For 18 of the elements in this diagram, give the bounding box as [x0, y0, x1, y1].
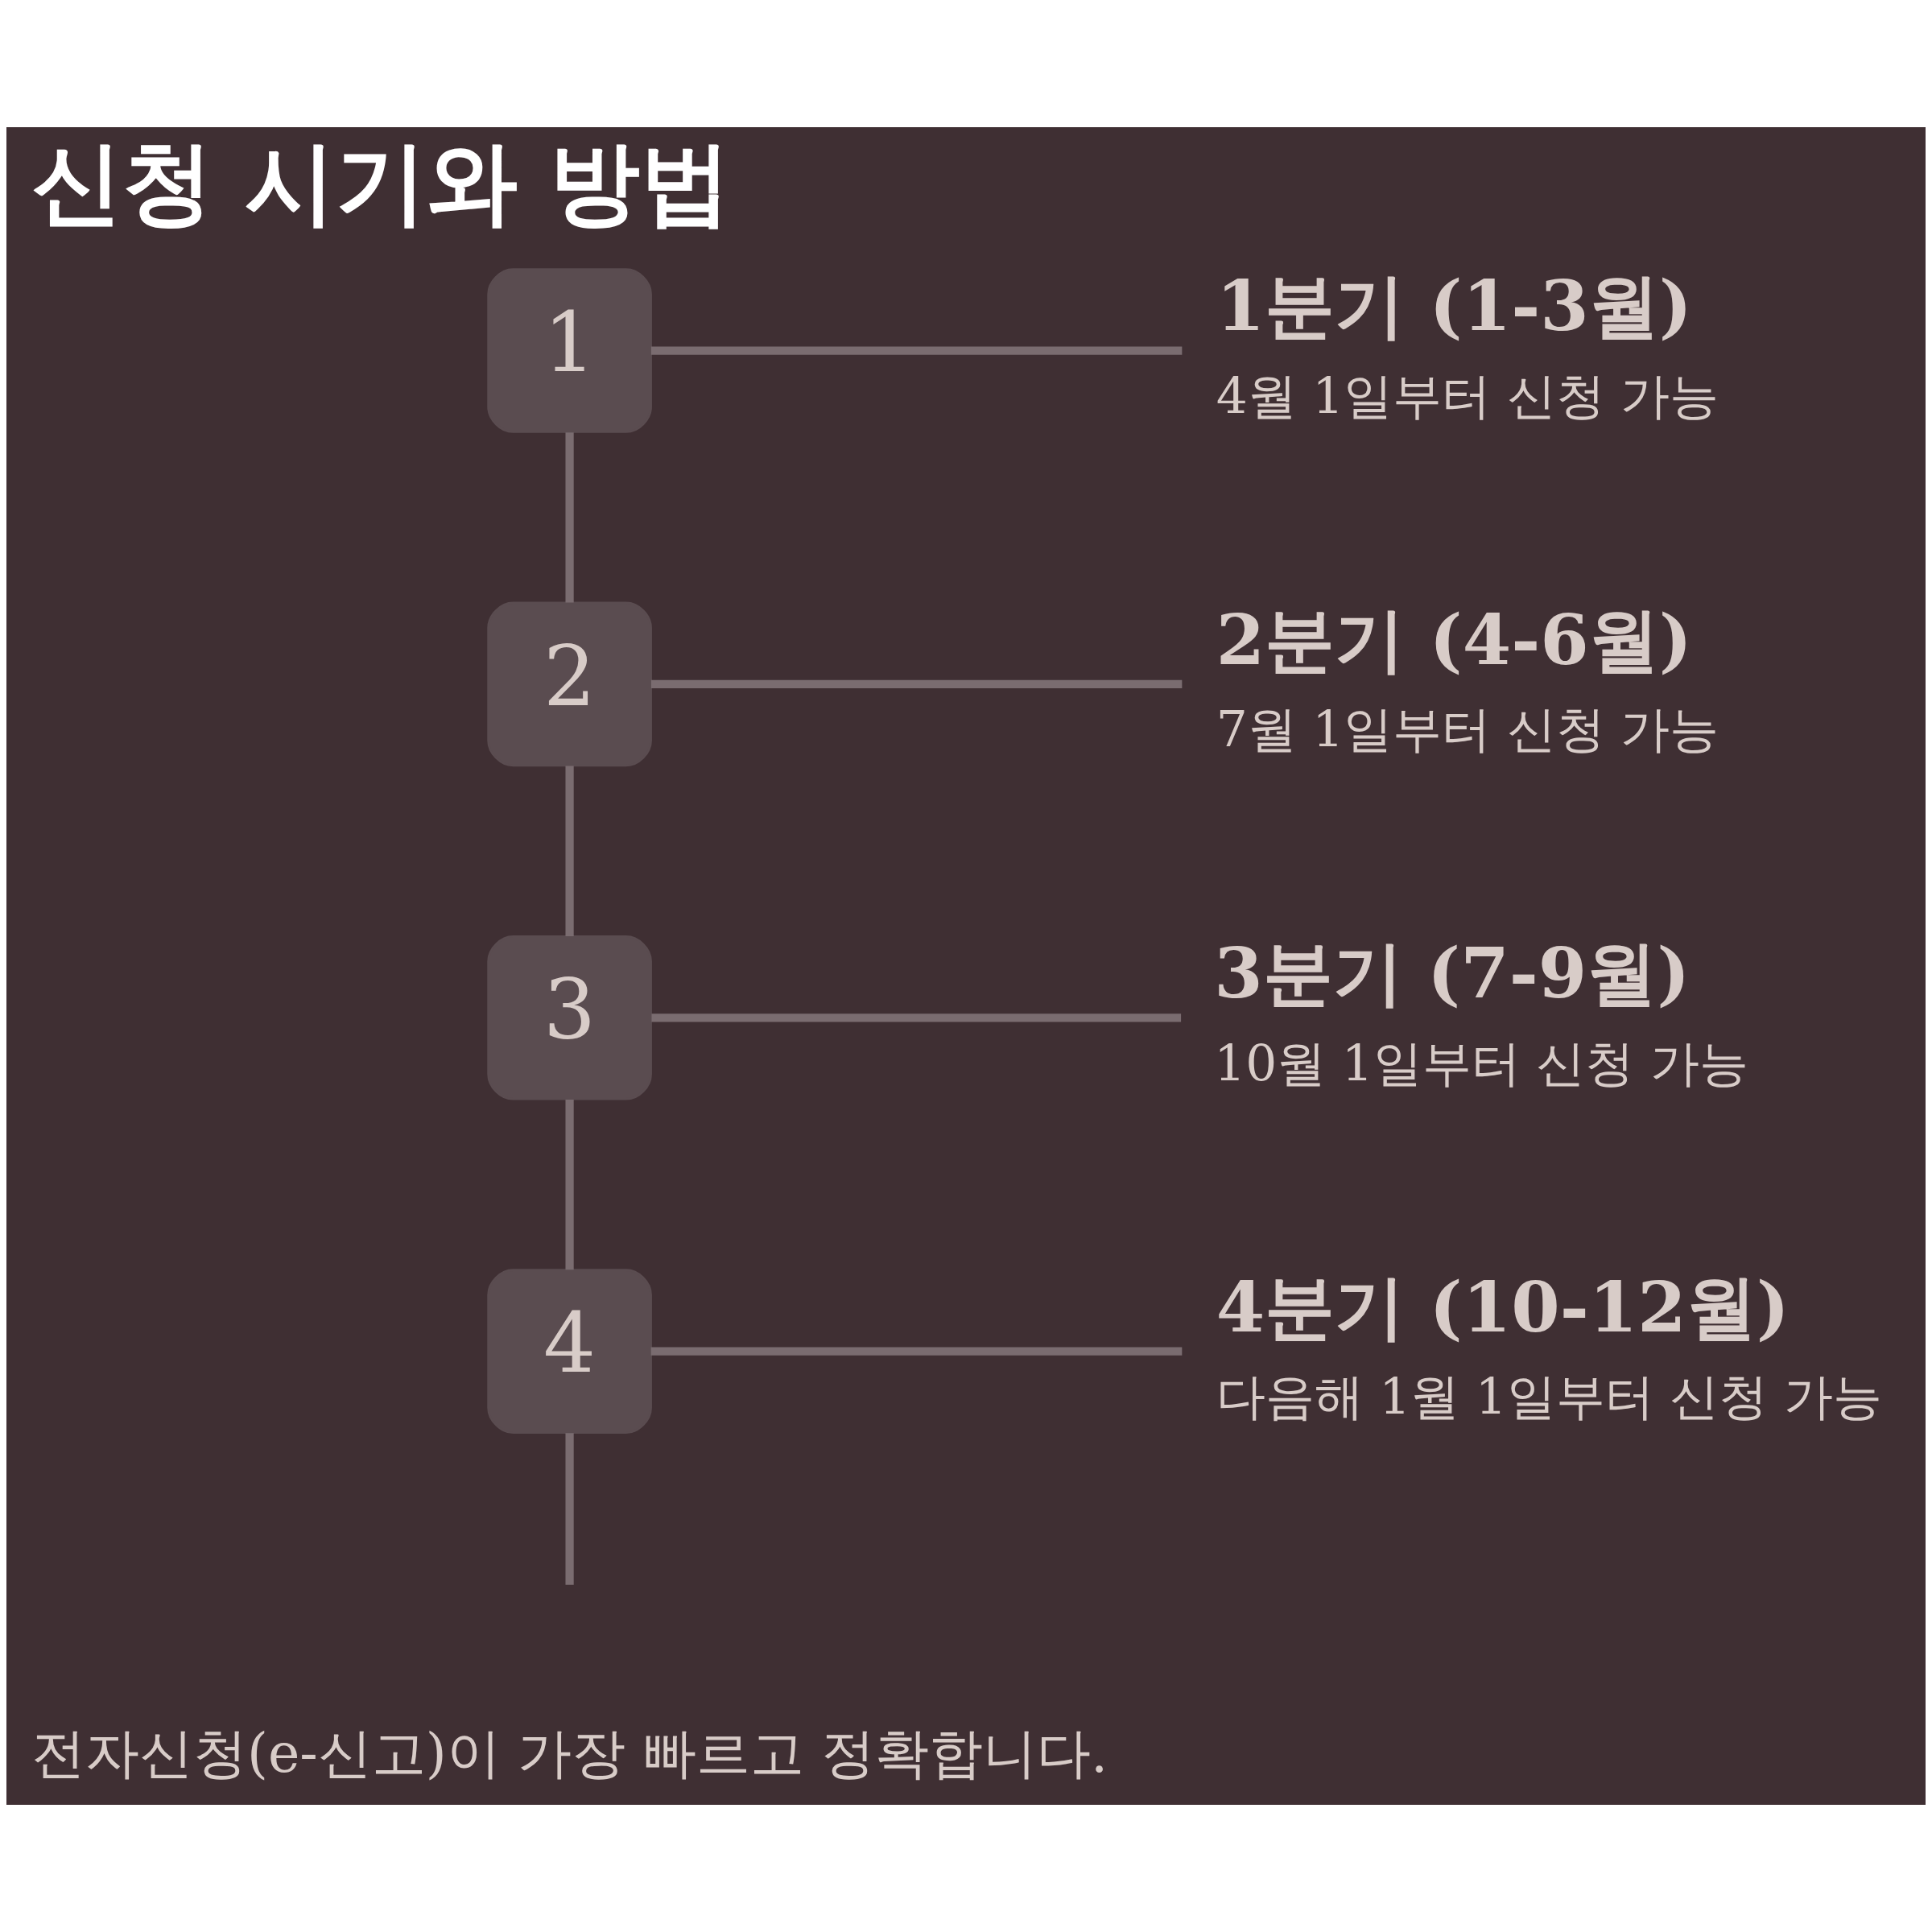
node-box: 1 — [487, 268, 652, 433]
node-text: 2분기 (4-6월) 7월 1일부터 신청 가능 — [1216, 597, 1719, 758]
node-text: 4분기 (10-12월) 다음해 1월 1일부터 신청 가능 — [1216, 1265, 1882, 1425]
label: 전자신청(e-신고)이 가장 빠르고 정확합니다. — [31, 1721, 1108, 1785]
connector — [565, 766, 574, 936]
connector — [565, 432, 574, 603]
node-box: 3 — [487, 935, 652, 1100]
connector — [565, 1433, 574, 1585]
node-box: 2 — [487, 601, 652, 767]
diagram-title: 신청 시기와 방법 — [31, 130, 732, 236]
connector — [565, 1099, 574, 1270]
connector — [650, 1347, 1183, 1356]
node-text: 3분기 (7-9월) 10월 1일부터 신청 가능 — [1214, 931, 1748, 1092]
node-box: 4 — [487, 1269, 652, 1434]
connector — [650, 346, 1183, 355]
node-text: 1분기 (1-3월) 4월 1일부터 신청 가능 — [1216, 264, 1719, 424]
connector — [651, 1013, 1182, 1022]
connector — [650, 679, 1183, 689]
